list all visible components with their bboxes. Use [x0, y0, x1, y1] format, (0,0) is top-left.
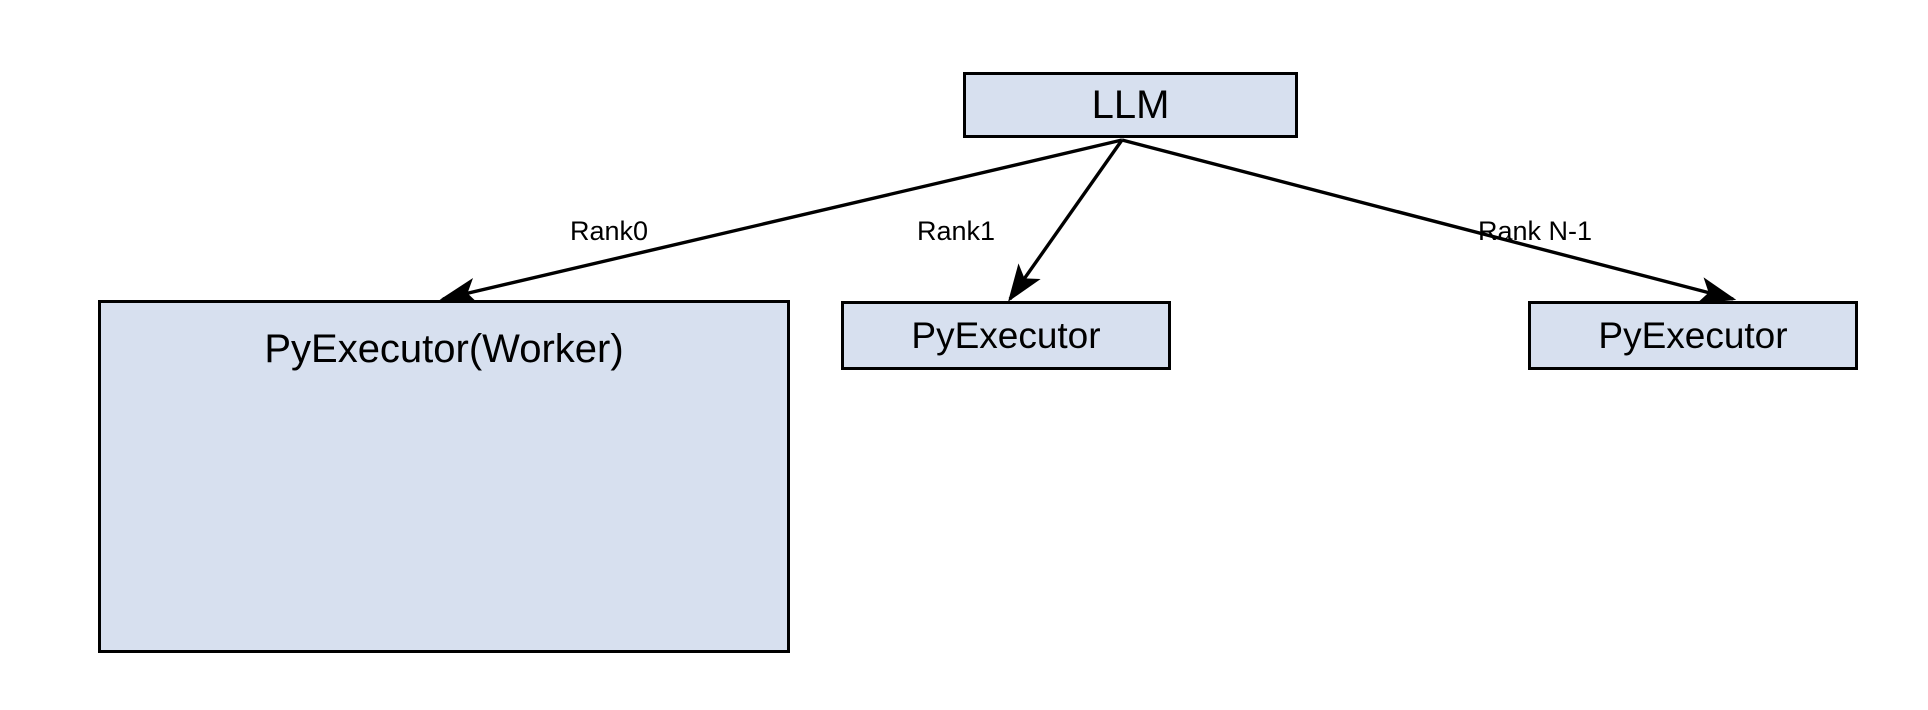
node-pyexecutor-rank-n[interactable]: PyExecutor: [1528, 301, 1858, 370]
node-pyexecutor-rank1-label: PyExecutor: [911, 315, 1101, 356]
node-pyexecutor-rank1[interactable]: PyExecutor: [841, 301, 1171, 370]
node-pyexecutor-rank-n-label: PyExecutor: [1598, 315, 1788, 356]
edge-label-rank-n-1: Rank N-1: [1478, 216, 1593, 246]
node-pyexecutor-worker[interactable]: PyExecutor(Worker) Scheduler ModelEngine…: [98, 300, 790, 653]
node-pyexecutor-worker-label: PyExecutor(Worker): [264, 327, 624, 371]
edge-rank0: [439, 138, 1123, 305]
node-llm[interactable]: LLM: [963, 72, 1298, 138]
edge-rank-n-1: [1121, 138, 1737, 304]
edge-label-rank1: Rank1: [917, 216, 996, 246]
edge-label-rank0: Rank0: [570, 216, 649, 246]
edge-rank1: [1008, 139, 1124, 302]
node-llm-label: LLM: [1091, 83, 1170, 127]
